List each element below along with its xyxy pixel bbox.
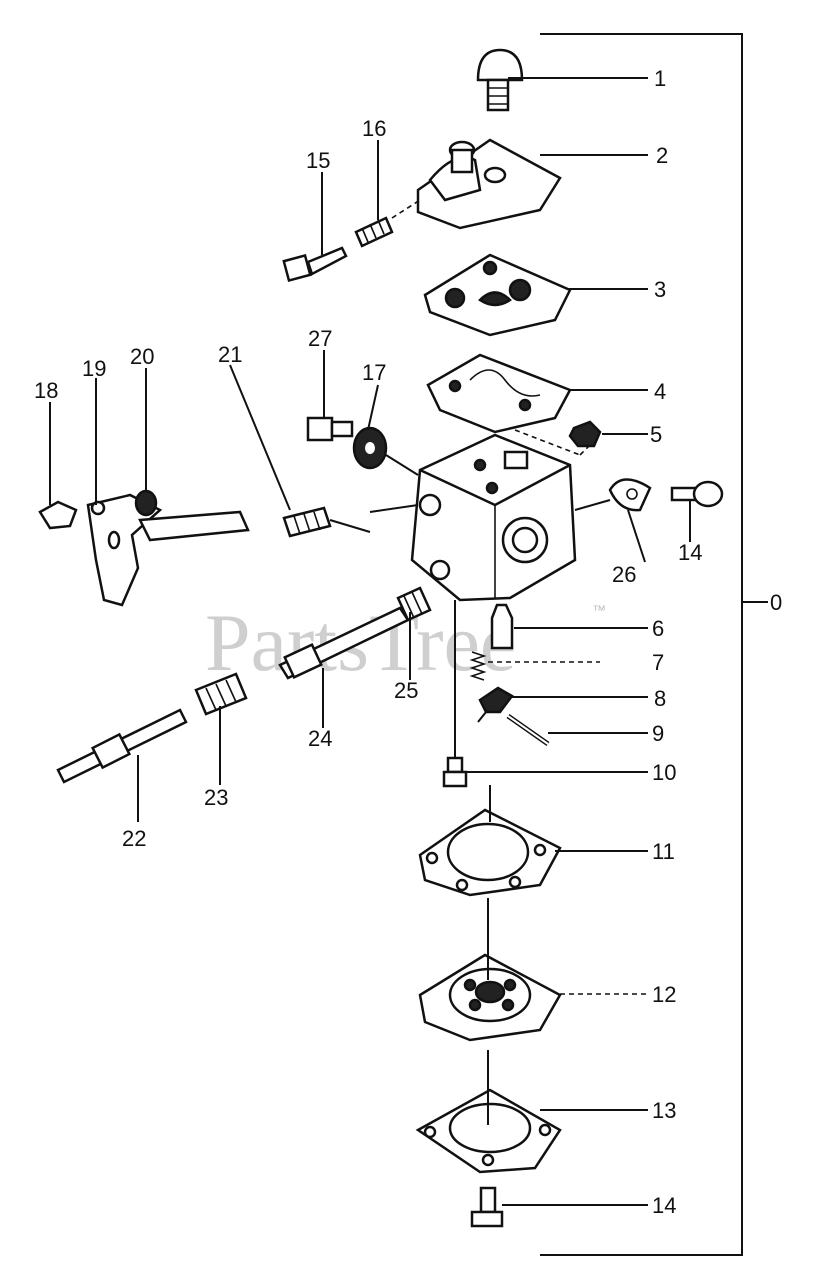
watermark-trademark: ™	[592, 602, 606, 618]
part-9-pin	[506, 713, 550, 747]
part-12-diaphragm	[418, 953, 562, 1042]
part-6-needle	[490, 603, 514, 650]
part-27-screw	[306, 416, 354, 442]
part-7-spring	[469, 651, 487, 681]
label-20: 20	[130, 344, 154, 369]
part-19-throttle-lever	[86, 493, 250, 607]
label-9: 9	[652, 721, 664, 746]
label-18: 18	[34, 378, 58, 403]
label-1: 1	[654, 66, 666, 91]
part-25-spring	[396, 586, 432, 622]
label-13: 13	[652, 1098, 676, 1123]
label-15: 15	[306, 148, 330, 173]
label-3: 3	[654, 277, 666, 302]
part-4-diaphragm	[426, 353, 572, 434]
label-23: 23	[204, 785, 228, 810]
label-5: 5	[650, 422, 662, 447]
label-26: 26	[612, 562, 636, 587]
part-20-washer	[134, 489, 158, 517]
part-14-bottom-screw	[470, 1186, 504, 1228]
part-23-spring	[194, 672, 248, 716]
part-21-spring	[282, 506, 332, 538]
label-14-side: 14	[678, 540, 702, 565]
label-6: 6	[652, 616, 664, 641]
carburetor-body	[410, 433, 577, 602]
part-2-pump-cover	[416, 138, 562, 230]
label-4: 4	[654, 379, 666, 404]
label-17: 17	[362, 360, 386, 385]
part-22-shaft	[56, 708, 188, 784]
label-16: 16	[362, 116, 386, 141]
label-7: 7	[652, 650, 664, 675]
label-2: 2	[656, 143, 668, 168]
part-15-needle-screw	[282, 246, 348, 283]
label-21: 21	[218, 342, 242, 367]
label-14-bottom: 14	[652, 1193, 676, 1218]
part-18-plug	[38, 500, 78, 530]
part-10-screw	[442, 756, 468, 788]
label-25: 25	[394, 678, 418, 703]
leader-lines	[49, 77, 691, 1206]
part-13-cover	[415, 1088, 562, 1174]
part-11-gasket	[418, 808, 562, 897]
label-22: 22	[122, 826, 146, 851]
part-8-lever	[477, 686, 514, 723]
assembly-label: 0	[770, 590, 782, 615]
part-1-screw	[476, 48, 524, 112]
label-24: 24	[308, 726, 332, 751]
part-16-spring	[354, 216, 394, 248]
label-27: 27	[308, 326, 332, 351]
assembly-bracket: 0	[540, 33, 782, 1256]
part-26-clip	[608, 478, 652, 512]
label-10: 10	[652, 760, 676, 785]
label-11: 11	[652, 839, 675, 864]
part-17-washer	[352, 426, 388, 470]
part-14-side-screw	[670, 480, 724, 508]
label-8: 8	[654, 686, 666, 711]
label-19: 19	[82, 356, 106, 381]
part-5-nut	[568, 420, 602, 448]
part-labels: 1 2 3 4 5 6 7 8 9 10 11 12 13 14 14 15 1…	[34, 66, 702, 1218]
label-12: 12	[652, 982, 676, 1007]
part-3-gasket	[423, 253, 572, 337]
